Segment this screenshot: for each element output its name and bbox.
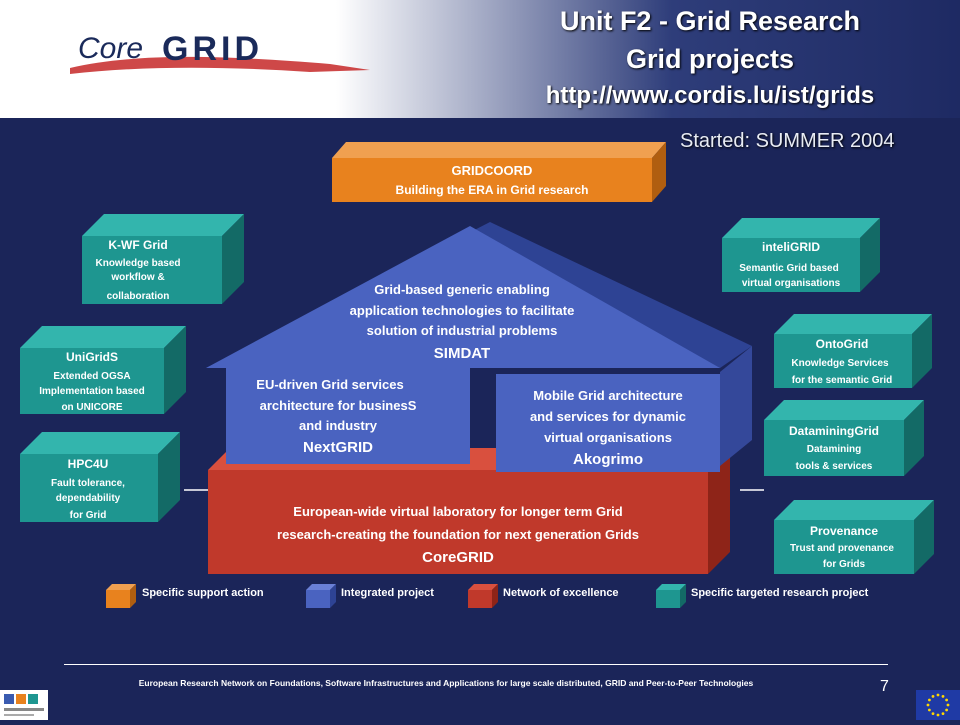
simdat-line3: solution of industrial problems [367,323,558,338]
kwf-grid-line3: collaboration [107,291,170,302]
legend-strp-label: Specific targeted research project [691,587,869,599]
akogrimo-line3: virtual organisations [544,430,672,445]
akogrimo-line1: Mobile Grid architecture [533,388,683,403]
provenance-block: Provenance Trust and provenance for Grid… [774,500,934,574]
inteligrid-name: inteliGRID [762,240,820,254]
gridcoord-block: GRIDCOORD Building the ERA in Grid resea… [332,142,666,202]
coregrid-logo: Core GRID [70,30,370,74]
dataminingrid-line2: tools & services [796,461,873,472]
started-label: Started: SUMMER 2004 [680,130,895,152]
legend-strp-cube [656,584,686,608]
nextgrid-name: NextGRID [303,439,373,456]
kwf-grid-block: K-WF Grid Knowledge based workflow & col… [82,214,244,304]
ontogrid-line2: for the semantic Grid [792,375,893,386]
coregrid-line2: research-creating the foundation for nex… [277,527,639,542]
footer-text: European Research Network on Foundations… [138,678,754,688]
unigrids-line1: Extended OGSA [53,371,130,382]
inteligrid-line1: Semantic Grid based [739,263,838,274]
hpc4u-block: HPC4U Fault tolerance, dependability for… [20,432,180,522]
simdat-line2: application technologies to facilitate [350,303,575,318]
hpc4u-line3: for Grid [70,510,107,521]
legend-noe-cube [468,584,498,608]
information-society-icon [4,694,44,716]
unigrids-line3: on UNICORE [61,402,122,413]
ontogrid-name: OntoGrid [816,337,869,351]
akogrimo-name: Akogrimo [573,451,643,468]
url-link[interactable]: http://www.cordis.lu/ist/grids [545,82,875,109]
legend-ssa-cube [106,584,136,608]
page-number: 7 [880,678,889,695]
dataminingrid-block: DataminingGrid Datamining tools & servic… [764,400,924,476]
page-subtitle: Grid projects [625,44,795,74]
simdat-line1: Grid-based generic enabling [374,282,550,297]
legend-ssa-label: Specific support action [142,587,264,599]
simdat-block: Grid-based generic enabling application … [206,222,752,466]
gridcoord-desc: Building the ERA in Grid research [396,183,589,197]
ontogrid-line1: Knowledge Services [791,358,889,369]
unigrids-name: UniGridS [66,350,118,364]
legend-ip-cube [306,584,336,608]
provenance-line2: for Grids [823,559,866,570]
legend-ip-label: Integrated project [341,587,434,599]
provenance-line1: Trust and provenance [790,543,894,554]
akogrimo-line2: and services for dynamic [530,409,686,424]
unigrids-block: UniGridS Extended OGSA Implementation ba… [20,326,186,414]
information-society-logo [0,690,48,720]
nextgrid-block: EU-driven Grid services architecture for… [226,368,470,464]
akogrimo-block: Mobile Grid architecture and services fo… [496,374,720,472]
logo-core-text: Core [78,32,143,65]
logo-grid-text: GRID [162,30,263,68]
inteligrid-block: inteliGRID Semantic Grid based virtual o… [722,218,880,292]
coregrid-line1: European-wide virtual laboratory for lon… [293,504,622,519]
nextgrid-line3: and industry [299,418,378,433]
dataminingrid-line1: Datamining [807,444,861,455]
dataminingrid-name: DataminingGrid [789,424,879,438]
page-title: Unit F2 - Grid Research [559,6,861,36]
nextgrid-line1: EU-driven Grid services [256,377,403,392]
provenance-name: Provenance [810,524,878,538]
nextgrid-line2: architecture for businesS [260,398,417,413]
hpc4u-line2: dependability [56,493,121,504]
legend-noe-label: Network of excellence [503,587,619,599]
simdat-name: SIMDAT [434,345,490,362]
kwf-grid-name: K-WF Grid [108,238,167,252]
unigrids-line2: Implementation based [39,386,145,397]
hpc4u-name: HPC4U [68,457,109,471]
inteligrid-line2: virtual organisations [742,278,841,289]
kwf-grid-line1: Knowledge based [95,258,180,269]
footer-divider [64,664,888,665]
hpc4u-line1: Fault tolerance, [51,478,125,489]
ontogrid-block: OntoGrid Knowledge Services for the sema… [774,314,932,388]
eu-flag-icon [916,690,960,720]
kwf-grid-line2: workflow & [110,272,164,283]
gridcoord-name: GRIDCOORD [452,163,533,178]
coregrid-name: CoreGRID [422,549,494,566]
